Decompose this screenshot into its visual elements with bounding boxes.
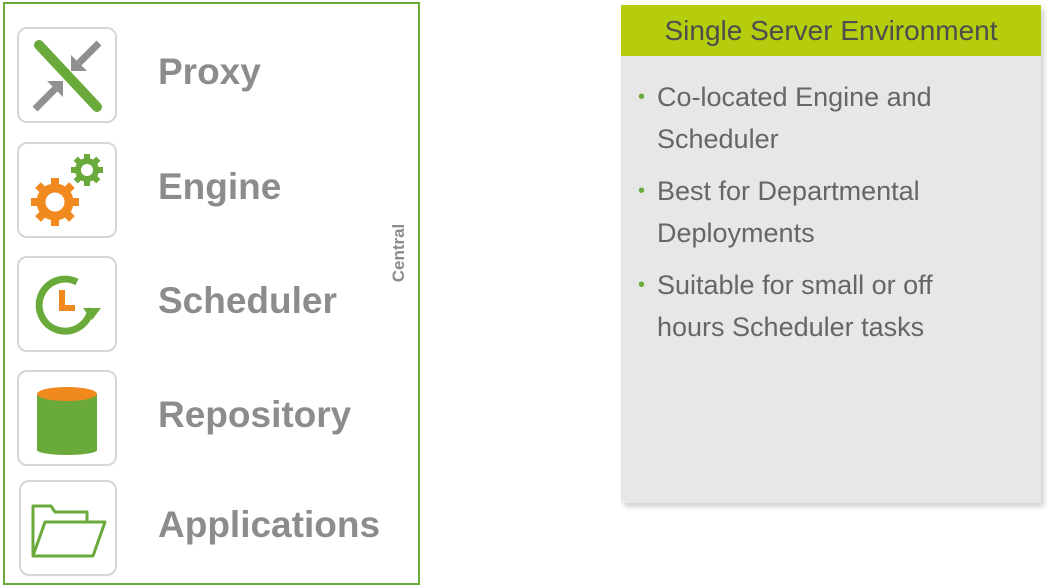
bullet-text: Co-located Engine and Scheduler <box>657 82 932 154</box>
component-label: Repository <box>158 394 352 435</box>
component-label: Applications <box>158 504 381 545</box>
component-engine: Engine <box>17 142 417 242</box>
repository-tile <box>17 370 117 466</box>
component-applications: Applications <box>17 480 417 580</box>
component-label: Engine <box>158 166 282 207</box>
bullet-text: Suitable for small or off hours Schedule… <box>657 270 933 342</box>
folder-icon <box>31 504 107 558</box>
environment-panel: Single Server Environment • Co-located E… <box>621 5 1041 503</box>
proxy-arrows-icon <box>32 40 102 112</box>
clock-refresh-icon <box>35 275 101 335</box>
scheduler-tile <box>17 256 117 352</box>
component-scheduler: Scheduler <box>17 256 417 356</box>
bullet-icon: • <box>638 86 646 108</box>
component-proxy: Proxy <box>17 27 417 127</box>
proxy-tile <box>17 27 117 123</box>
list-item: • Co-located Engine and Scheduler <box>635 76 987 160</box>
central-group-box <box>3 2 420 585</box>
applications-tile <box>19 480 117 576</box>
gears-icon <box>31 154 103 226</box>
component-repository: Repository <box>17 370 417 470</box>
engine-tile <box>17 142 117 238</box>
list-item: • Best for Departmental Deployments <box>635 170 987 254</box>
bullet-text: Best for Departmental Deployments <box>657 176 920 248</box>
environment-title: Single Server Environment <box>621 5 1041 56</box>
environment-bullet-list: • Co-located Engine and Scheduler • Best… <box>621 56 1041 348</box>
list-item: • Suitable for small or off hours Schedu… <box>635 264 987 348</box>
database-icon <box>37 387 97 455</box>
component-label: Scheduler <box>158 280 337 321</box>
bullet-icon: • <box>638 180 646 202</box>
bullet-icon: • <box>638 274 646 296</box>
component-label: Proxy <box>158 51 261 92</box>
